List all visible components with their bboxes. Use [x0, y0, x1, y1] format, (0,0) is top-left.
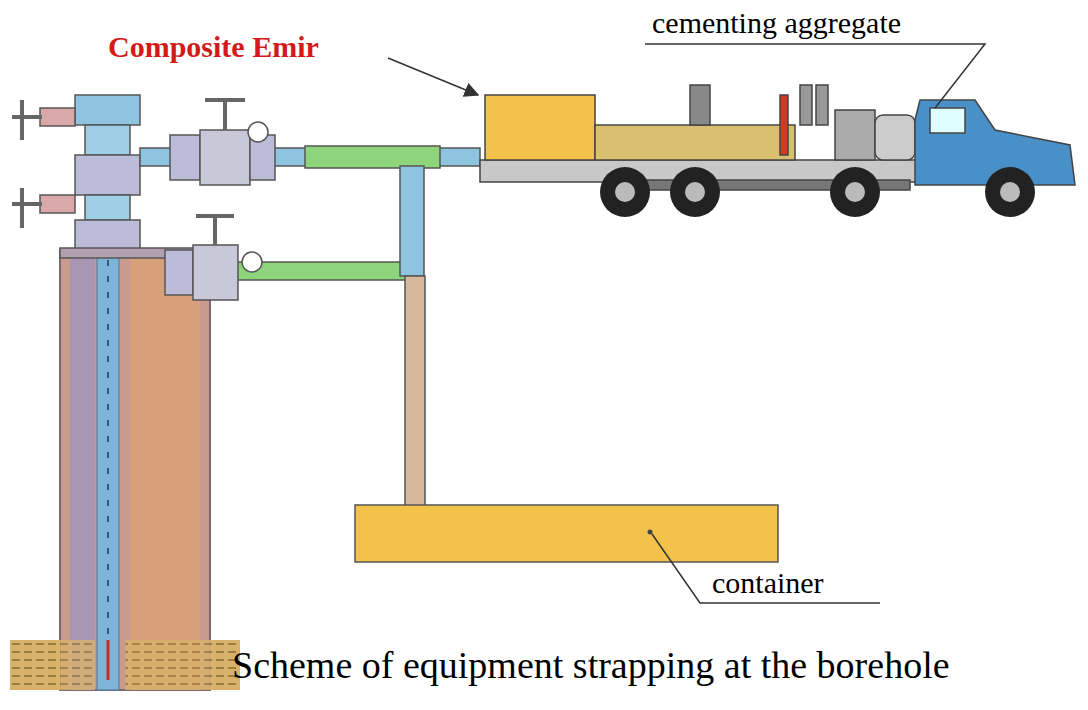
part-label: container — [712, 566, 824, 599]
leader-line — [645, 44, 985, 108]
pointer-arrow — [388, 58, 478, 95]
callout-label: Composite Emir — [108, 30, 319, 63]
upper-pipe — [140, 98, 480, 185]
lower-pipe — [165, 215, 420, 300]
return-pipe — [400, 166, 425, 508]
part-label: cementing aggregate — [652, 6, 901, 39]
wellhead — [12, 95, 210, 258]
well-casing — [10, 120, 240, 690]
cementing-truck — [480, 85, 1075, 190]
container-tank — [355, 505, 778, 562]
caption: Scheme of equipment strapping at the bor… — [232, 645, 950, 687]
truck-wheels — [600, 167, 1035, 217]
leader-line — [652, 534, 880, 603]
